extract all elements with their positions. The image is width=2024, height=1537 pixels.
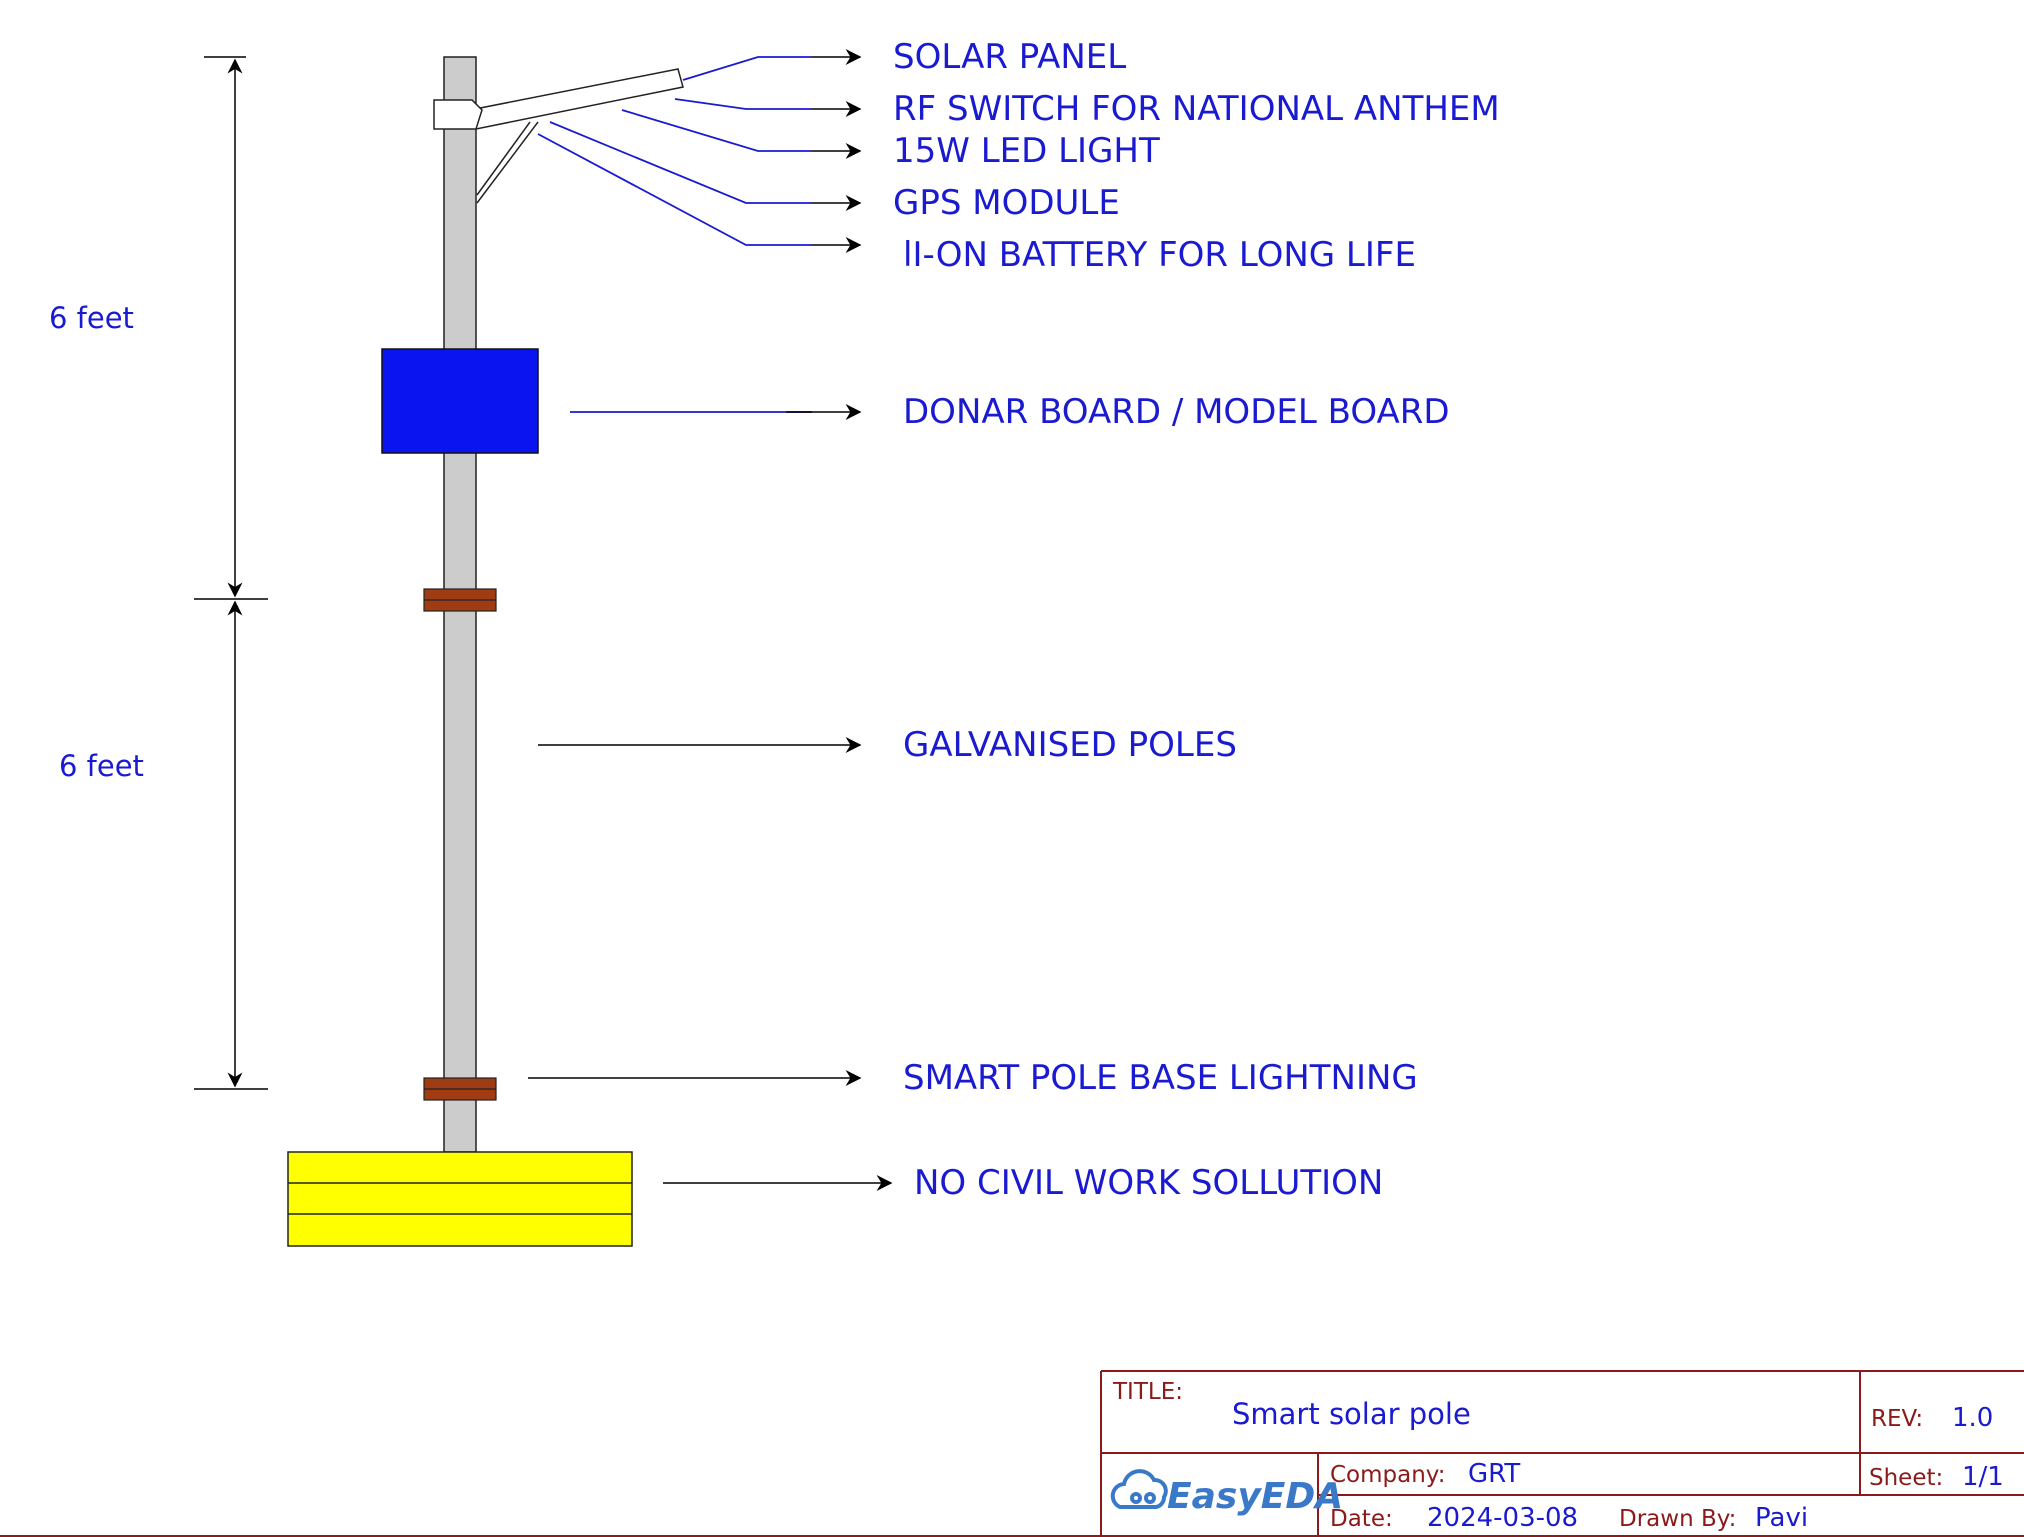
- base-collar: [423, 1077, 497, 1101]
- callout-solar-panel: SOLAR PANEL: [893, 37, 1126, 77]
- drawn-by-value: Pavi: [1755, 1503, 1808, 1533]
- solar-panel-arm: [433, 68, 684, 204]
- date-value: 2024-03-08: [1427, 1503, 1578, 1533]
- title-value: Smart solar pole: [1232, 1397, 1471, 1431]
- dimension-label-lower: 6 feet: [59, 749, 144, 783]
- callout-donar-board: DONAR BOARD / MODEL BOARD: [903, 392, 1450, 432]
- callout-galvanised-poles: GALVANISED POLES: [903, 725, 1237, 765]
- company-label: Company:: [1330, 1462, 1446, 1488]
- drawn-by-label: Drawn By:: [1619, 1506, 1736, 1532]
- sheet-value: 1/1: [1962, 1462, 2004, 1492]
- leader-solar-panel: [682, 56, 812, 81]
- date-label: Date:: [1330, 1506, 1393, 1532]
- leader-rf-switch: [674, 98, 812, 110]
- rev-label: REV:: [1871, 1406, 1923, 1432]
- callout-base-lightning: SMART POLE BASE LIGHTNING: [903, 1058, 1418, 1098]
- upper-collar: [423, 588, 497, 612]
- callout-no-civil-work: NO CIVIL WORK SOLLUTION: [914, 1163, 1383, 1203]
- rev-value: 1.0: [1952, 1403, 1993, 1433]
- svg-text:EasyEDA: EasyEDA: [1167, 1476, 1343, 1517]
- title-block: [0, 1370, 2024, 1537]
- callout-rf-switch: RF SWITCH FOR NATIONAL ANTHEM: [893, 89, 1500, 129]
- callout-gps-module: GPS MODULE: [893, 183, 1120, 223]
- donar-board: [381, 348, 539, 454]
- leader-battery: [537, 133, 812, 246]
- dimension-lower: [194, 600, 268, 1090]
- leader-gps-module: [549, 121, 812, 204]
- callout-battery: lI-ON BATTERY FOR LONG LIFE: [903, 235, 1416, 275]
- cloud-icon: [1110, 1469, 1168, 1509]
- sheet-label: Sheet:: [1869, 1465, 1943, 1491]
- dimension-upper: [194, 56, 268, 600]
- title-label: TITLE:: [1112, 1379, 1183, 1405]
- company-value: GRT: [1468, 1459, 1520, 1489]
- base-block: [287, 1151, 633, 1247]
- leader-led-light: [621, 109, 812, 152]
- callout-led-light: 15W LED LIGHT: [893, 131, 1160, 171]
- dimension-label-upper: 6 feet: [49, 301, 134, 335]
- easyeda-logo: EasyEDA: [1110, 1469, 1343, 1517]
